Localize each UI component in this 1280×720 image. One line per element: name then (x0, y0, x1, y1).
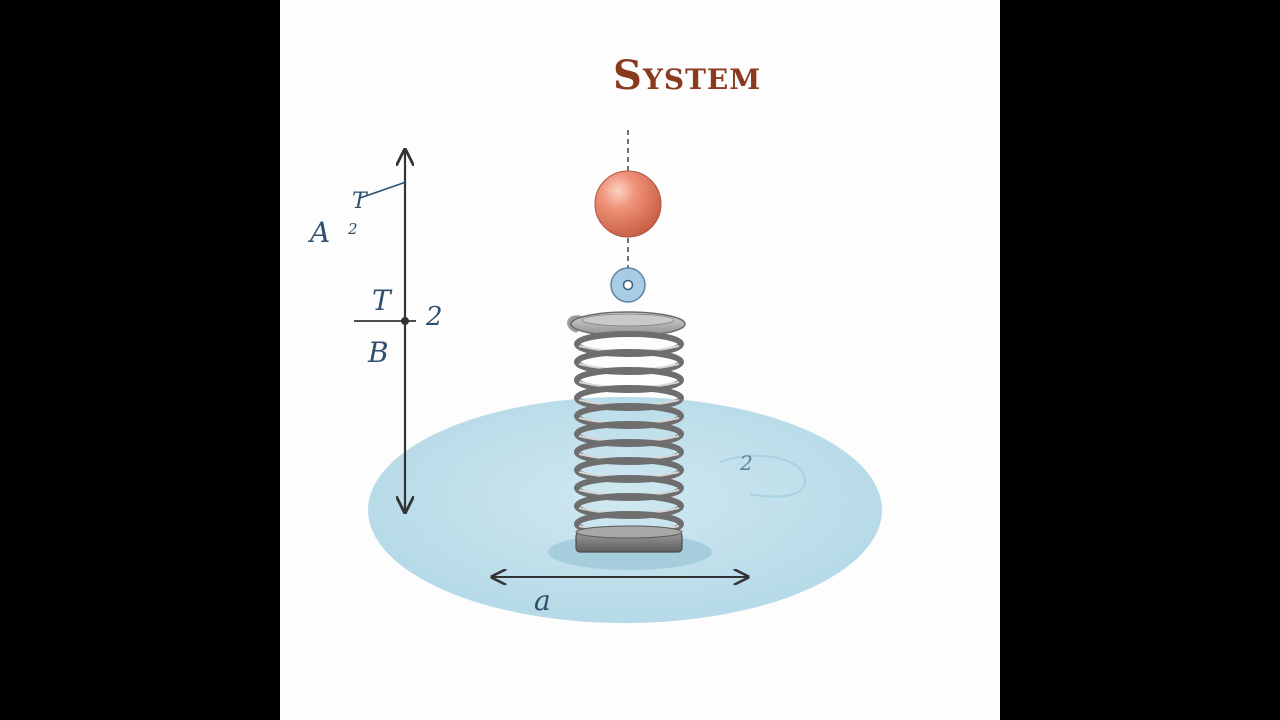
spring-base-top (575, 525, 683, 539)
label-floor-right: 2 (739, 451, 753, 475)
label-mid-right: 2 (425, 302, 443, 332)
ring-hole (622, 279, 634, 291)
axis-top-tick (359, 181, 407, 199)
floor-disc (368, 397, 882, 623)
floor-splash (719, 454, 807, 498)
label-top-left-sub: 2 (347, 220, 358, 238)
diagram-panel: System (280, 0, 1000, 720)
label-mid-lower: B (367, 336, 389, 369)
label-mid-upper: T (372, 284, 393, 317)
diagram-canvas: A 2 T T B 2 2 a (307, 130, 882, 623)
label-top-right-mark: T (352, 189, 369, 214)
diagram-title: System (613, 52, 762, 99)
ball (594, 170, 662, 238)
coil-spring (574, 331, 684, 537)
spring-top-plate-inner (581, 313, 675, 327)
label-bottom: a (534, 584, 551, 617)
label-top-left: A (307, 216, 330, 249)
axis-mid-point (401, 317, 409, 325)
